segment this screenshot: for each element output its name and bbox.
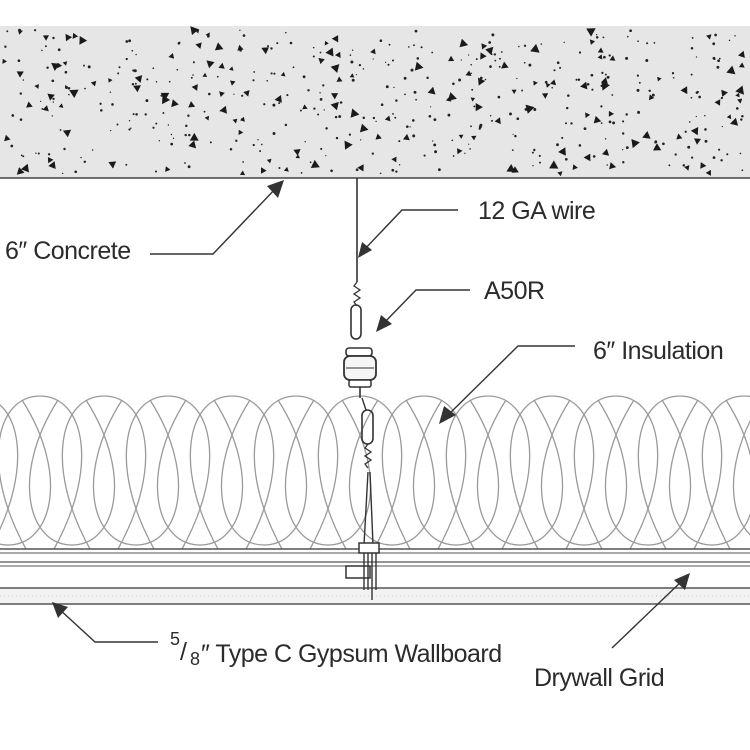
concrete-slab	[0, 26, 750, 179]
wire-leader-arrow	[358, 242, 372, 258]
insulation-batt	[0, 395, 750, 550]
a50r-isolator	[343, 347, 377, 398]
gypsum-label-text: ″ Type C Gypsum Wallboard	[201, 640, 502, 668]
concrete-leader-arrow	[267, 180, 284, 198]
grid-leader	[611, 578, 685, 649]
label-concrete: 6″ Concrete	[5, 237, 131, 265]
gypsum-leader-arrow	[52, 602, 68, 618]
grid-clip	[345, 542, 380, 600]
label-12ga-wire: 12 GA wire	[478, 197, 595, 225]
gypsum-fraction-numerator: 5	[170, 629, 180, 649]
hanger-assembly	[343, 178, 380, 600]
gypsum-fraction-denominator: 8	[190, 649, 200, 669]
insulation-leader	[444, 345, 575, 419]
grid-leader-arrow	[674, 573, 690, 590]
label-insulation: 6″ Insulation	[593, 337, 723, 365]
a50r-leader-arrow	[376, 315, 392, 332]
wire-leader	[361, 209, 458, 253]
label-gypsum-wallboard: 5 / 8 ″ Type C Gypsum Wallboard	[170, 629, 502, 669]
wire-loop	[350, 304, 362, 340]
gypsum-wallboard	[0, 587, 750, 605]
leader-lines	[52, 180, 690, 649]
a50r-leader	[381, 289, 470, 326]
label-a50r: A50R	[484, 277, 545, 305]
concrete-aggregate-texture	[2, 26, 745, 177]
gypsum-leader	[57, 607, 158, 643]
insulation-leader-arrow	[439, 406, 456, 424]
concrete-leader	[150, 185, 279, 255]
wire-twist	[352, 281, 362, 307]
gypsum-fraction-slash: /	[180, 638, 187, 666]
lower-wire-twist	[363, 443, 373, 469]
label-drywall-grid: Drywall Grid	[534, 664, 664, 692]
